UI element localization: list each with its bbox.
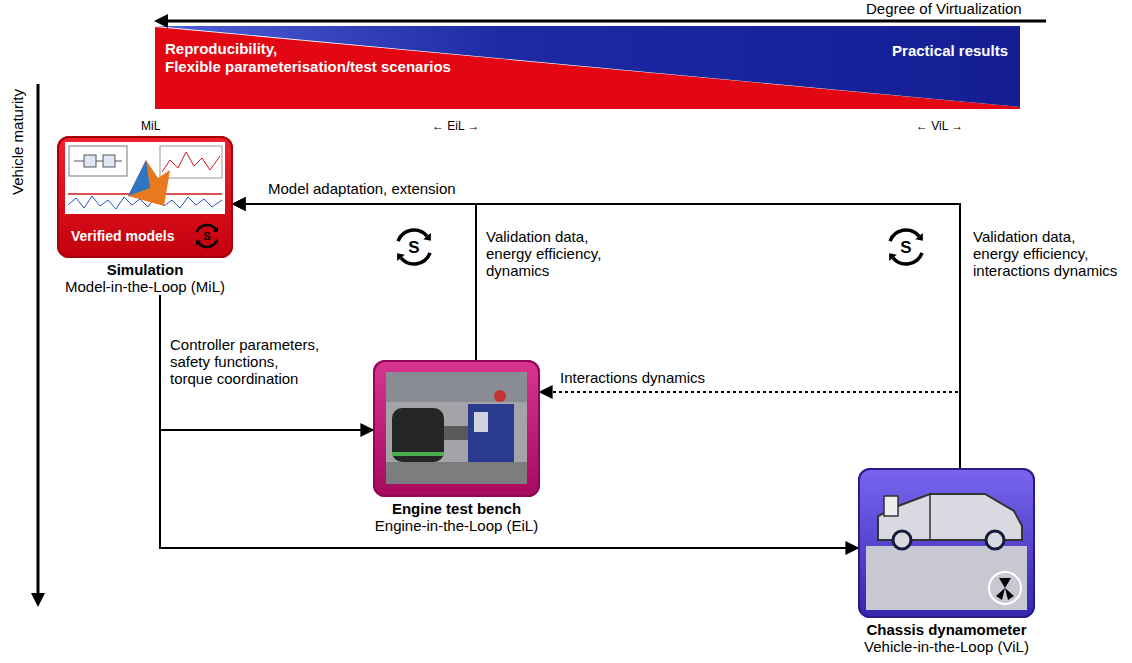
block-diagram-thumb [69, 146, 127, 176]
vehicle-wheel [986, 531, 1004, 549]
cooling-fan [989, 572, 1021, 604]
flow-arrow [160, 295, 858, 548]
fan-blade [999, 578, 1011, 588]
band-blue-part [155, 26, 1020, 107]
cycle-arrow-head [196, 240, 201, 245]
virtualization-band: Reproducibility, Flexible parameterisati… [155, 26, 1020, 109]
fan-blade [996, 588, 1005, 600]
box-heading: Simulation [7, 261, 283, 278]
driver-robot [884, 496, 898, 516]
flow-arrow [160, 295, 373, 430]
box-subheading: Vehicle-in-the-Loop (ViL) [808, 638, 1085, 655]
connector-label: Interactions dynamics [560, 369, 760, 386]
axis-arrow-head [31, 593, 45, 607]
box-subheading: Engine-in-the-Loop (EiL) [323, 517, 590, 534]
axis-arrow-head [154, 14, 168, 28]
dyno-floor [866, 546, 1027, 610]
block-diagram-block [103, 155, 115, 167]
box-heading: Engine test bench [323, 500, 590, 517]
bench-base [386, 462, 527, 484]
connector-label: Controller parameters, safety functions,… [170, 336, 322, 387]
cycle-arrow-head [915, 233, 923, 241]
software-logo [128, 160, 170, 206]
box-fill [373, 360, 540, 497]
band-red-part [155, 27, 1020, 109]
plot-line [162, 152, 220, 172]
axis-arrow-line [164, 20, 1046, 23]
box-text: Verified models [71, 228, 174, 244]
block-diagram-block [84, 155, 96, 167]
engine-test-bench-box: Engine test benchEngine-in-the-Loop (EiL… [373, 360, 540, 534]
cycle-arrow-head [889, 253, 897, 261]
box-fill [57, 136, 233, 258]
electric-motor [392, 408, 444, 462]
flow-arrow [233, 204, 960, 468]
fan-blade [1005, 588, 1014, 600]
stage-marker: MiL [141, 119, 160, 133]
cycle-arrow-head [213, 227, 218, 232]
drive-shaft [444, 426, 468, 440]
band-text: Reproducibility, Flexible parameterisati… [165, 40, 465, 76]
software-logo [128, 160, 150, 196]
dotted-feedback-arrow [540, 392, 960, 468]
test-bench-photo [386, 372, 527, 484]
box-fill [858, 468, 1035, 618]
connector-label: Validation data, energy efficiency, inte… [973, 228, 1123, 279]
vehicle-wheel [893, 531, 911, 549]
stage-marker: ← ViL → [916, 119, 963, 133]
cycle-arrow-head [423, 233, 431, 241]
connector-label: Model adaptation, extension [268, 180, 456, 197]
cycle-symbol-letter: S [203, 231, 210, 242]
band-text: Practical results [892, 42, 1008, 60]
cycle-arrow-head [397, 253, 405, 261]
axis-arrow-line [37, 84, 40, 596]
axis-title: Degree of Virtualization [866, 0, 1022, 17]
screenshot-panel [65, 142, 225, 214]
axis-title: Vehicle maturity [9, 89, 26, 195]
chassis-dynamometer-box: Chassis dynamometerVehicle-in-the-Loop (… [858, 468, 1035, 655]
simulation-box: Verified modelsSimulationModel-in-the-Lo… [57, 136, 233, 295]
stage-marker: ← EiL → [432, 119, 480, 133]
box-heading: Chassis dynamometer [808, 621, 1085, 638]
box-outline [858, 468, 1035, 618]
engine-block [468, 404, 514, 462]
box-subheading: Model-in-the-Loop (MiL) [7, 278, 283, 295]
motor-stripe [392, 452, 444, 456]
connector-label: Validation data, energy efficiency, dyna… [486, 228, 606, 279]
vehicle-door [929, 494, 931, 540]
box-outline [373, 360, 540, 497]
cycle-symbol-letter: S [900, 239, 911, 256]
photo-background [386, 372, 527, 402]
engine-part [494, 390, 506, 402]
cycle-symbol-letter: S [408, 239, 419, 256]
engine-part [474, 412, 488, 432]
